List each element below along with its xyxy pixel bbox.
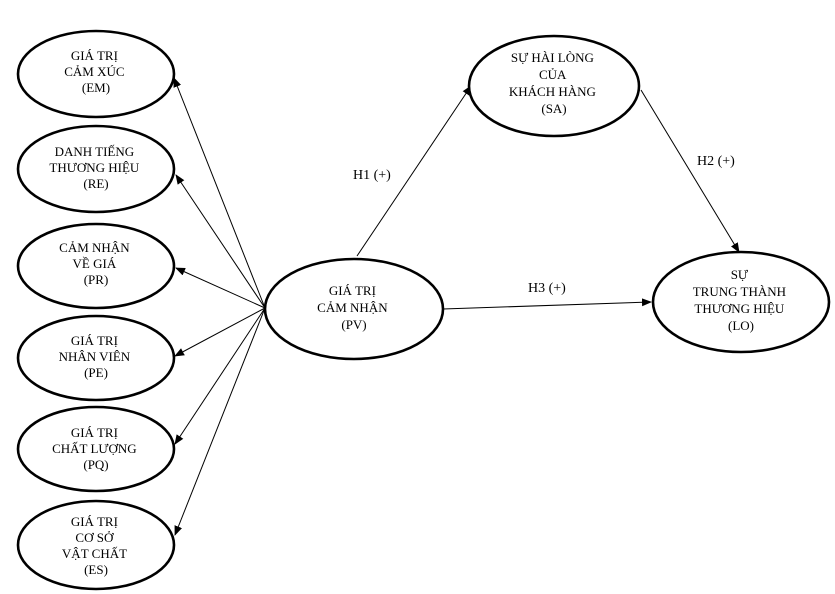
arrow-h1-pv-to-sa [356, 85, 472, 257]
node-lo: SỰ TRUNG THÀNH THƯƠNG HIỆU (LO) [651, 250, 831, 354]
arrow-pv-to-pe [174, 307, 266, 357]
node-pq: GIÁ TRỊ CHẤT LƯỢNG (PQ) [16, 405, 176, 493]
node-pv-label: GIÁ TRỊ CẢM NHẬN (PV) [317, 283, 391, 332]
node-re: DANH TIẾNG THƯƠNG HIỆU (RE) [16, 124, 176, 214]
arrow-pv-to-pq [174, 307, 266, 445]
arrow-h3-pv-to-lo [442, 298, 652, 310]
hypothesis-h2-label: H2 (+) [697, 154, 735, 169]
node-sa-label: SỰ HÀI LÒNG CỦA KHÁCH HÀNG (SA) [509, 50, 599, 116]
node-es-label: GIÁ TRỊ CƠ SỞ VẬT CHẤT (ES) [62, 514, 130, 577]
hypothesis-h1-label: H1 (+) [353, 168, 391, 183]
arrow-pv-to-pr [175, 267, 266, 309]
node-lo-label: SỰ TRUNG THÀNH THƯƠNG HIỆU (LO) [693, 267, 790, 333]
node-em: GIÁ TRỊ CẢM XÚC (EM) [16, 29, 176, 119]
node-pq-label: GIÁ TRỊ CHẤT LƯỢNG (PQ) [52, 425, 140, 472]
node-pe: GIÁ TRỊ NHÂN VIÊN (PE) [16, 314, 176, 402]
edges [173, 77, 740, 536]
node-pe-label: GIÁ TRỊ NHÂN VIÊN (PE) [59, 333, 134, 380]
node-pv: GIÁ TRỊ CẢM NHẬN (PV) [263, 257, 445, 361]
arrow-pv-to-re [175, 174, 266, 309]
node-pr: CẢM NHẬN VỀ GIÁ (PR) [16, 222, 176, 310]
arrow-pv-to-em [173, 77, 266, 309]
node-es: GIÁ TRỊ CƠ SỞ VẬT CHẤT (ES) [16, 499, 176, 591]
arrow-h2-sa-to-lo [640, 89, 740, 253]
node-pr-label: CẢM NHẬN VỀ GIÁ (PR) [59, 240, 133, 287]
node-em-label: GIÁ TRỊ CẢM XÚC (EM) [64, 48, 128, 95]
hypothesis-h3-label: H3 (+) [528, 281, 566, 296]
node-re-label: DANH TIẾNG THƯƠNG HIỆU (RE) [49, 144, 142, 191]
node-sa: SỰ HÀI LÒNG CỦA KHÁCH HÀNG (SA) [467, 34, 641, 138]
arrow-pv-to-es [174, 307, 266, 536]
